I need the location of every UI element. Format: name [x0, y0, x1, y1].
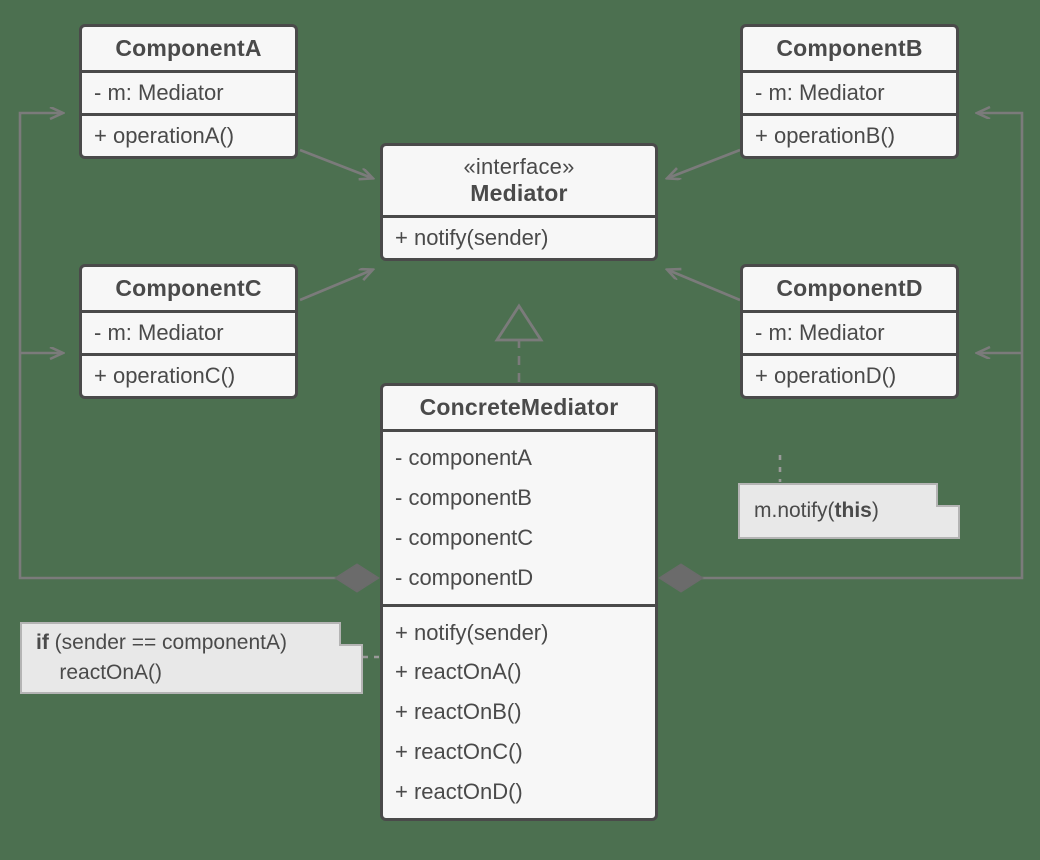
method-notify: + notify(sender) [395, 619, 549, 645]
field-componentC-ref: - componentC [395, 524, 534, 550]
note-react-line-1: if (sender == componentA) [36, 628, 347, 658]
composition-diamond-right [658, 563, 704, 593]
realization-triangle [494, 303, 544, 342]
class-box-componentC[interactable]: ComponentC - m: Mediator + operationC() [79, 264, 298, 399]
class-box-concretemediator[interactable]: ConcreteMediator - componentA - componen… [380, 383, 658, 822]
note-keyword-this: this [834, 498, 872, 522]
note-react-line-2: reactOnA() [36, 661, 163, 684]
note-keyword-if: if [36, 630, 49, 654]
field-componentC-mediator: - m: Mediator [94, 320, 224, 345]
class-methods-section-mediator: + notify(sender) [383, 215, 655, 258]
method-operationA: + operationA() [94, 122, 235, 148]
field-componentB-mediator: - m: Mediator [755, 80, 885, 105]
class-box-componentA[interactable]: ComponentA - m: Mediator + operationA() [79, 24, 298, 159]
class-title-section-componentB: ComponentB [743, 27, 956, 70]
class-fields-section-componentD: - m: Mediator [743, 310, 956, 353]
interface-name-mediator: Mediator [470, 179, 568, 206]
field-componentA-ref: - componentA [395, 445, 532, 470]
class-methods-section-componentD: + operationD() [743, 352, 956, 396]
method-reactOnB: + reactOnB() [395, 699, 522, 725]
class-box-mediator[interactable]: «interface» Mediator + notify(sender) [380, 143, 658, 261]
method-operationB: + operationB() [755, 122, 896, 148]
method-operationC: + operationC() [94, 362, 236, 388]
class-fields-section-componentA: - m: Mediator [82, 70, 295, 113]
field-componentD-ref: - componentD [395, 564, 534, 590]
note-react-on-a[interactable]: if (sender == componentA) reactOnA() [20, 622, 363, 694]
class-name-mediator: «interface» Mediator [383, 146, 655, 215]
class-name-componentA: ComponentA [115, 35, 262, 61]
line-componentB-mediator [668, 148, 741, 178]
class-title-section-componentD: ComponentD [743, 267, 956, 310]
method-reactOnD: + reactOnD() [395, 779, 523, 805]
class-title-section-concretemediator: ConcreteMediator [383, 386, 655, 429]
line-componentC-mediator [299, 270, 372, 302]
note-notify-prefix: m.notify( [754, 498, 835, 522]
class-fields-section-componentB: - m: Mediator [743, 70, 956, 113]
class-methods-section-componentA: + operationA() [82, 112, 295, 156]
class-name-componentD: ComponentD [776, 275, 923, 301]
class-name-componentC: ComponentC [115, 275, 262, 301]
class-fields-section-concretemediator: - componentA - componentB - componentC -… [383, 429, 655, 604]
field-componentA-mediator: - m: Mediator [94, 80, 224, 105]
line-componentD-mediator [668, 270, 741, 302]
method-reactOnC: + reactOnC() [395, 739, 523, 765]
class-title-section-componentC: ComponentC [82, 267, 295, 310]
class-title-section-componentA: ComponentA [82, 27, 295, 70]
method-operationD: + operationD() [755, 362, 897, 388]
class-name-concretemediator: ConcreteMediator [419, 394, 619, 420]
class-methods-section-concretemediator: + notify(sender) + reactOnA() + reactOnB… [383, 603, 655, 818]
note-fold-corner-icon [339, 622, 363, 646]
note-m-notify-this[interactable]: m.notify(this) [738, 483, 960, 539]
field-componentD-mediator: - m: Mediator [755, 320, 885, 345]
class-fields-section-componentC: - m: Mediator [82, 310, 295, 353]
method-notify-sender: + notify(sender) [395, 225, 549, 251]
field-componentB-ref: - componentB [395, 484, 532, 510]
note-fold-corner-icon [936, 483, 960, 507]
note-notify-suffix: ) [871, 498, 879, 522]
line-componentA-mediator [299, 148, 372, 178]
class-methods-section-componentB: + operationB() [743, 112, 956, 156]
note-notify-line: m.notify(this) [754, 496, 944, 526]
method-reactOnA: + reactOnA() [395, 659, 522, 685]
stereotype-interface: «interface» [463, 154, 575, 179]
composition-diamond-left [334, 563, 380, 593]
class-name-componentB: ComponentB [776, 35, 923, 61]
class-methods-section-componentC: + operationC() [82, 352, 295, 396]
class-title-section-mediator: «interface» Mediator [383, 146, 655, 215]
note-react-condition: (sender == componentA) [48, 630, 287, 654]
class-box-componentB[interactable]: ComponentB - m: Mediator + operationB() [740, 24, 959, 159]
class-box-componentD[interactable]: ComponentD - m: Mediator + operationD() [740, 264, 959, 399]
